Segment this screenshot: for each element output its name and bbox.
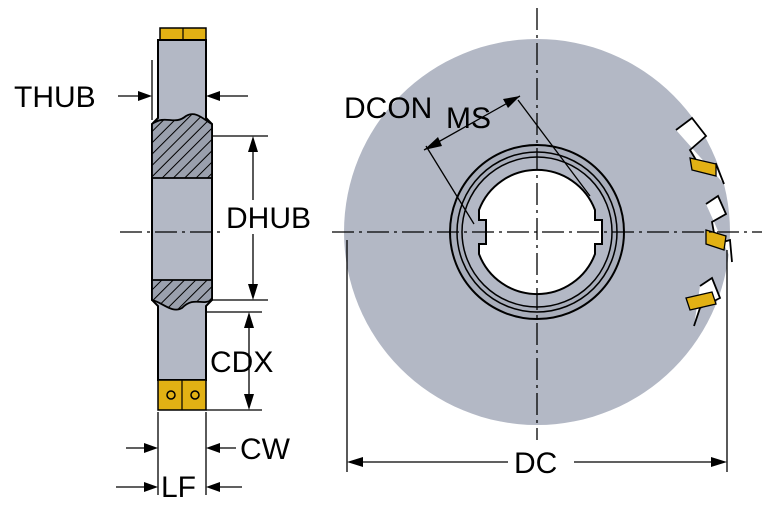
dc-label: DC [514,447,557,480]
arrowhead [503,96,520,108]
lf-label: LF [161,471,196,504]
blade-side-profile [151,39,213,381]
arrowhead [244,394,254,410]
arrowhead [144,443,158,453]
cw-label: CW [240,433,291,466]
teeth-row [675,116,733,327]
dcon-extension-left [425,145,475,225]
arrowhead [206,91,220,101]
tooth-insert-icon [685,291,717,311]
side-view [120,27,268,495]
bottom-insert-icon [157,379,207,411]
tooth-insert-icon [705,229,727,251]
arrowhead [144,482,158,492]
dcon-label: DCON [344,92,432,125]
dcon-subscript-label: MS [446,102,491,135]
arrowhead [248,284,258,300]
arrowhead [244,312,254,328]
arrowhead [206,443,220,453]
cdx-label: CDX [210,346,273,379]
dhub-label: DHUB [226,202,311,235]
arrowhead [711,457,727,467]
bore-keyway [478,168,603,296]
labels: THUB DCON MS DHUB CDX CW LF DC [14,81,557,504]
arrowhead [424,137,442,150]
arrowhead [248,136,258,152]
thub-label: THUB [14,81,96,114]
top-insert-icon [159,27,207,43]
dimension-lines [116,91,727,492]
arrowhead [347,457,363,467]
hub-section-lower [151,279,213,311]
hub-section-upper [151,113,213,179]
face-view [332,8,762,472]
arrowhead [206,482,220,492]
arrowhead [138,91,152,101]
dcon-extension-right [517,99,591,197]
tooth-insert-icon [689,157,717,177]
dcon-dim-line [423,95,521,151]
